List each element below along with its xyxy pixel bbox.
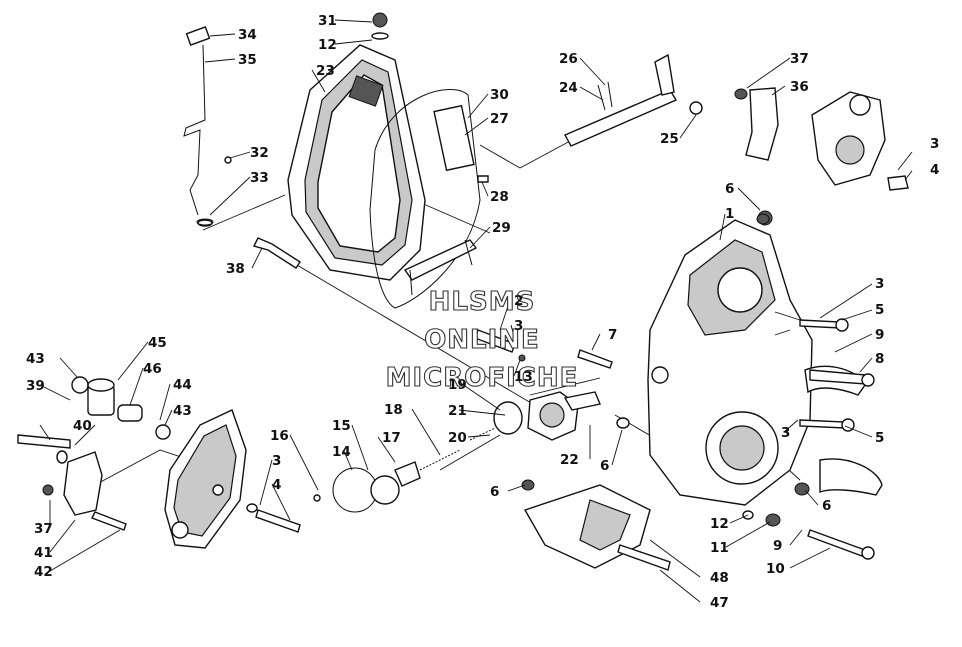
callout-3c: 3 [514, 318, 523, 334]
callout-27: 27 [490, 111, 509, 127]
callout-29: 29 [492, 220, 511, 236]
watermark-line-3: MICROFICHE [386, 363, 579, 393]
callout-3b: 3 [875, 276, 884, 292]
callout-41: 41 [34, 545, 53, 561]
callout-23: 23 [316, 63, 335, 79]
callout-25: 25 [660, 131, 679, 147]
callout-37b: 37 [34, 521, 53, 537]
tensioner-assembly-part [313, 391, 601, 513]
callout-42: 42 [34, 564, 53, 580]
callout-9b: 9 [773, 538, 782, 554]
callout-40: 40 [73, 418, 92, 434]
callout-3: 3 [930, 136, 939, 152]
callout-13: 13 [514, 369, 533, 385]
callout-35: 35 [238, 52, 257, 68]
right-fasteners-part [521, 213, 875, 560]
callout-14: 14 [332, 444, 351, 460]
callout-17: 17 [382, 430, 401, 446]
watermark-line-2: ONLINE [424, 325, 540, 355]
callout-37: 37 [790, 51, 809, 67]
callout-32: 32 [250, 145, 269, 161]
callout-24: 24 [559, 80, 578, 96]
callout-28: 28 [490, 189, 509, 205]
callout-39: 39 [26, 378, 45, 394]
clip-ring-part [196, 156, 232, 226]
watermark-line-1: HLSMS [429, 287, 536, 317]
callout-11: 11 [710, 540, 729, 556]
callout-12b: 12 [710, 516, 729, 532]
callout-26: 26 [559, 51, 578, 67]
callout-45: 45 [148, 335, 167, 351]
left-cover-part [164, 409, 301, 549]
callout-36: 36 [790, 79, 809, 95]
callout-43b: 43 [173, 403, 192, 419]
callout-18: 18 [384, 402, 403, 418]
callout-3d: 3 [781, 425, 790, 441]
callout-8: 8 [875, 351, 884, 367]
callout-3e: 3 [272, 453, 281, 469]
bracket-housing-part [734, 87, 909, 191]
watermark: HLSMS ONLINE MICROFICHE [385, 286, 579, 393]
callout-7: 7 [608, 327, 617, 343]
callout-43: 43 [26, 351, 45, 367]
callout-22: 22 [560, 452, 579, 468]
callout-33: 33 [250, 170, 269, 186]
gasket-seal-part [369, 89, 481, 309]
main-case-part [647, 210, 883, 506]
callout-5: 5 [875, 302, 884, 318]
small-screws-part [252, 175, 489, 269]
callout-20: 20 [448, 430, 467, 446]
callout-19: 19 [448, 377, 467, 393]
callout-47: 47 [710, 595, 729, 611]
callout-6b: 6 [600, 458, 609, 474]
callout-44: 44 [173, 377, 192, 393]
callout-10: 10 [766, 561, 785, 577]
center-fasteners-part [474, 329, 613, 369]
callout-21: 21 [448, 403, 467, 419]
chaincase-cover-part [287, 12, 426, 281]
lower-bracket-part [523, 484, 671, 571]
callout-6: 6 [725, 181, 734, 197]
dipstick-rod-part [183, 26, 213, 227]
callout-48: 48 [710, 570, 729, 586]
callout-15: 15 [332, 418, 351, 434]
callout-46: 46 [143, 361, 162, 377]
callout-4b: 4 [272, 477, 281, 493]
callout-16: 16 [270, 428, 289, 444]
callout-5b: 5 [875, 430, 884, 446]
callout-30: 30 [490, 87, 509, 103]
callout-2: 2 [514, 293, 523, 309]
left-small-parts [17, 376, 171, 531]
callout-9: 9 [875, 327, 884, 343]
callout-38: 38 [226, 261, 245, 277]
shaft-lever-part [564, 53, 703, 147]
callout-1: 1 [725, 206, 734, 222]
callout-34: 34 [238, 27, 257, 43]
callout-31: 31 [318, 13, 337, 29]
callout-4: 4 [930, 162, 939, 178]
callout-12: 12 [318, 37, 337, 53]
callout-6d: 6 [822, 498, 831, 514]
callout-6c: 6 [490, 484, 499, 500]
callout-leaders [39, 19, 913, 603]
callout-labels: 31 12 34 35 23 26 24 30 27 25 37 36 3 4 … [26, 13, 939, 611]
